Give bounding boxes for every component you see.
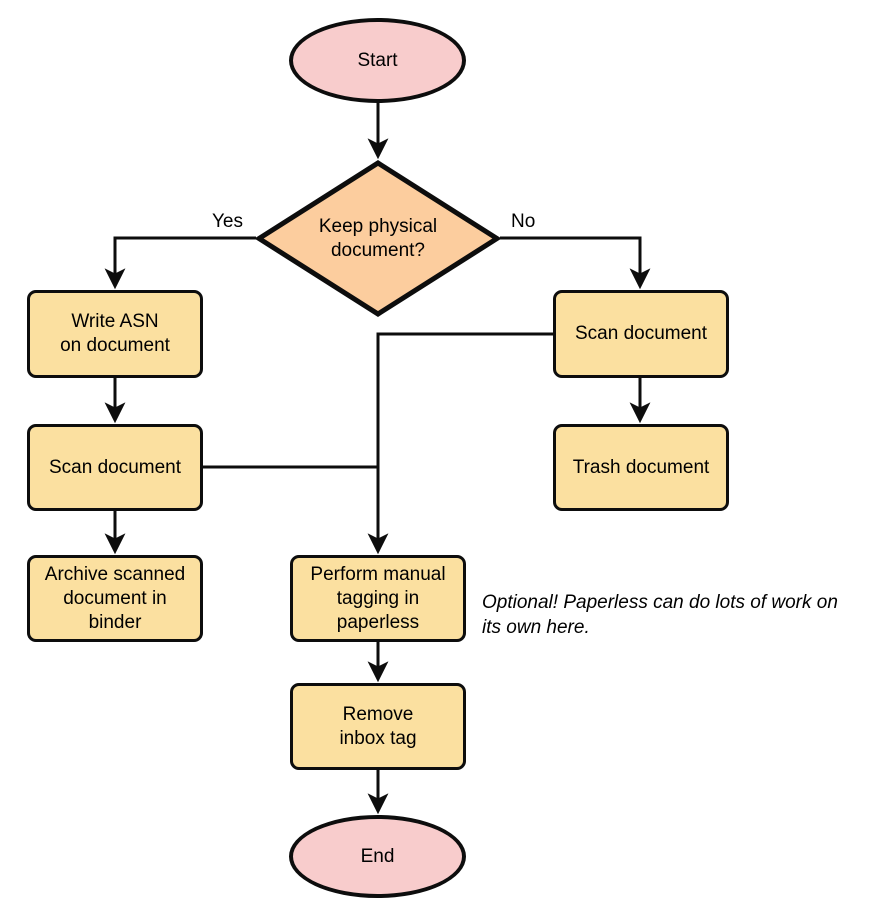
node-decision-label: Keep physical document?	[318, 215, 438, 261]
node-write-asn-label: Write ASN on document	[60, 311, 170, 356]
edge-decision-no-to-scan-right	[500, 236, 651, 290]
annotation-optional-note: Optional! Paperless can do lots of work …	[482, 592, 838, 638]
node-scan-document-left-label: Scan document	[48, 456, 182, 478]
edge-scan-right-to-tagging	[367, 332, 553, 555]
node-trash-document-label: Trash document	[572, 456, 710, 478]
diamond-shape	[256, 160, 500, 317]
edge-label-yes: Yes	[209, 211, 246, 233]
node-archive-scanned-document-label: Archive scanned document in binder	[44, 563, 186, 633]
node-decision-keep-physical-document[interactable]: Keep physical document?	[256, 160, 500, 317]
node-perform-manual-tagging[interactable]: Perform manual tagging in paperless	[290, 555, 466, 642]
node-perform-manual-tagging-label: Perform manual tagging in paperless	[310, 563, 446, 633]
node-end-label: End	[360, 845, 395, 867]
node-archive-scanned-document[interactable]: Archive scanned document in binder	[27, 555, 203, 642]
node-scan-document-right[interactable]: Scan document	[553, 290, 729, 378]
node-scan-document-left[interactable]: Scan document	[27, 424, 203, 511]
node-write-asn[interactable]: Write ASN on document	[27, 290, 203, 378]
edge-decision-yes-to-write-asn	[104, 236, 256, 290]
edge-label-no: No	[508, 211, 539, 233]
node-start-label: Start	[357, 49, 398, 71]
node-remove-inbox-tag[interactable]: Remove inbox tag	[290, 683, 466, 770]
node-trash-document[interactable]: Trash document	[553, 424, 729, 511]
node-remove-inbox-tag-label: Remove inbox tag	[339, 703, 417, 749]
node-end[interactable]: End	[289, 815, 466, 898]
node-scan-document-right-label: Scan document	[574, 323, 708, 344]
node-start[interactable]: Start	[289, 18, 466, 103]
